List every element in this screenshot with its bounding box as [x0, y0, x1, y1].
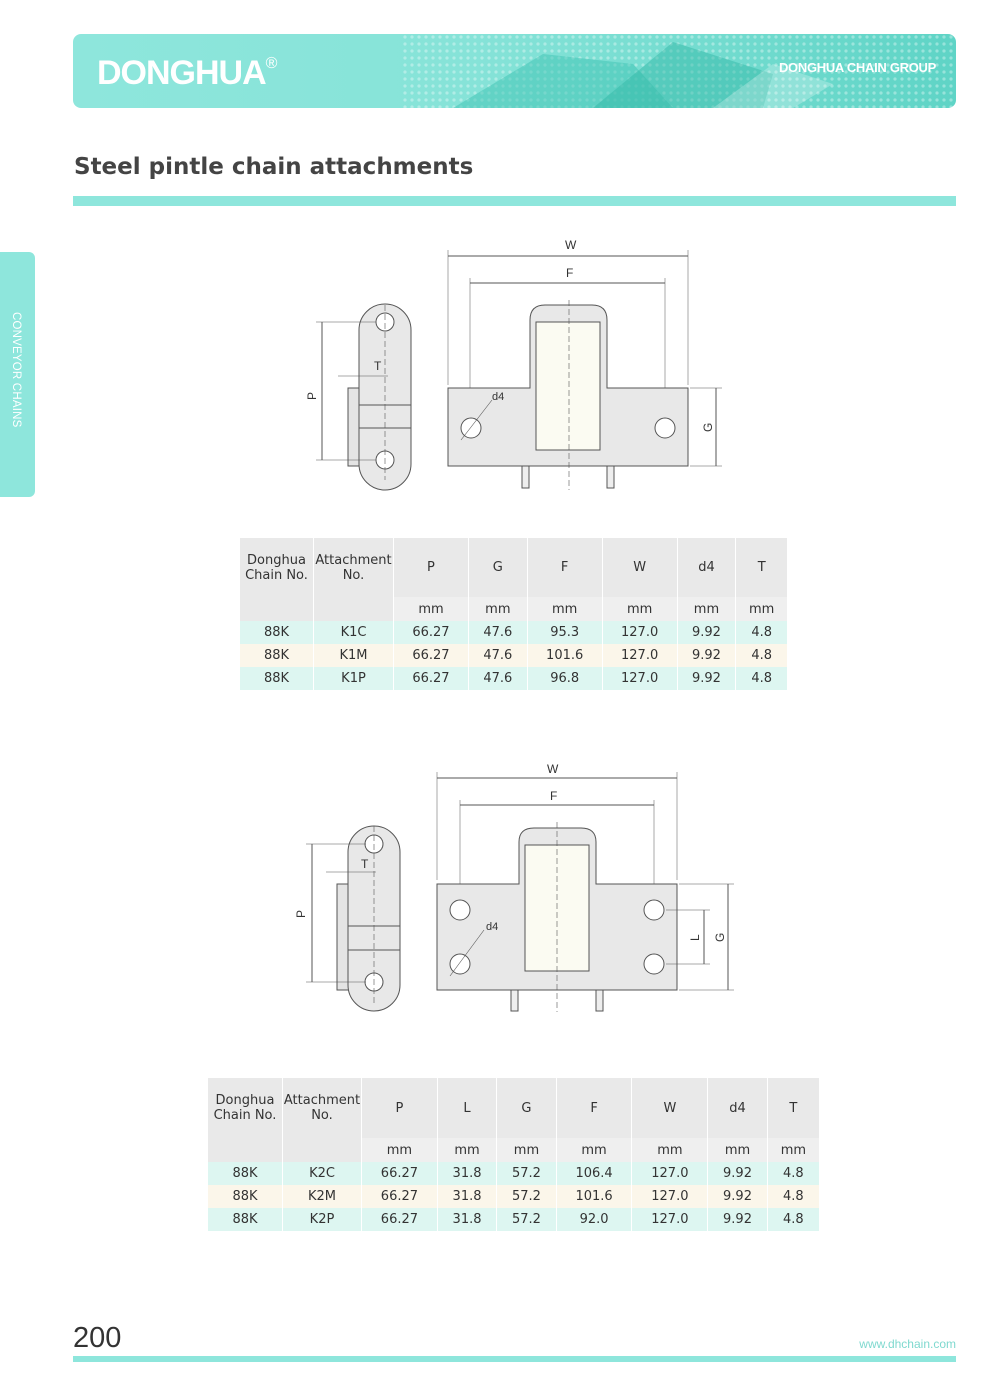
dim-label-p: P: [305, 392, 319, 400]
col-header-d4: d4: [677, 538, 737, 597]
col-header-t: T: [735, 538, 788, 597]
dim-label-g: G: [701, 423, 715, 432]
page-number: 200: [73, 1322, 122, 1354]
side-tab: CONVEYOR CHAINS: [0, 252, 35, 497]
col-header-f: F: [527, 538, 603, 597]
col-header-f: F: [556, 1078, 633, 1138]
dim-label-f: F: [550, 789, 557, 803]
col-header-g: G: [468, 538, 528, 597]
page-title: Steel pintle chain attachments: [74, 154, 474, 180]
col-header-l: L: [437, 1078, 498, 1138]
col-header-p: P: [393, 538, 469, 597]
col-header-d4: d4: [707, 1078, 768, 1138]
dim-label-w: W: [547, 762, 559, 776]
dim-label-g: G: [713, 933, 727, 942]
dim-label-d4: d4: [486, 921, 498, 933]
dim-label-d4: d4: [492, 391, 504, 403]
col-header-t: T: [767, 1078, 821, 1138]
header-banner: DONGHUA® DONGHUA CHAIN GROUP: [73, 34, 956, 108]
title-rule: [73, 196, 956, 206]
dim-label-w: W: [565, 238, 577, 252]
banner-decoration: [403, 34, 956, 108]
group-name: DONGHUA CHAIN GROUP: [778, 60, 936, 75]
dim-label-t: T: [374, 359, 382, 373]
col-header-w: W: [602, 538, 678, 597]
footer-rule: [73, 1356, 956, 1362]
dim-label-p: P: [294, 910, 308, 918]
col-header-g: G: [496, 1078, 557, 1138]
diagram-k2: W F T d4 P L G: [294, 762, 734, 1012]
logo: DONGHUA®: [97, 54, 277, 92]
col-header-p: P: [361, 1078, 438, 1138]
side-tab-label: CONVEYOR CHAINS: [10, 312, 22, 428]
website-url[interactable]: www.dhchain.com: [859, 1337, 956, 1351]
dim-label-t: T: [361, 857, 369, 871]
col-header-w: W: [631, 1078, 709, 1138]
diagram-k1: W F T d4 P G: [305, 238, 722, 491]
dim-label-f: F: [566, 266, 573, 280]
dim-label-l: L: [688, 934, 702, 941]
